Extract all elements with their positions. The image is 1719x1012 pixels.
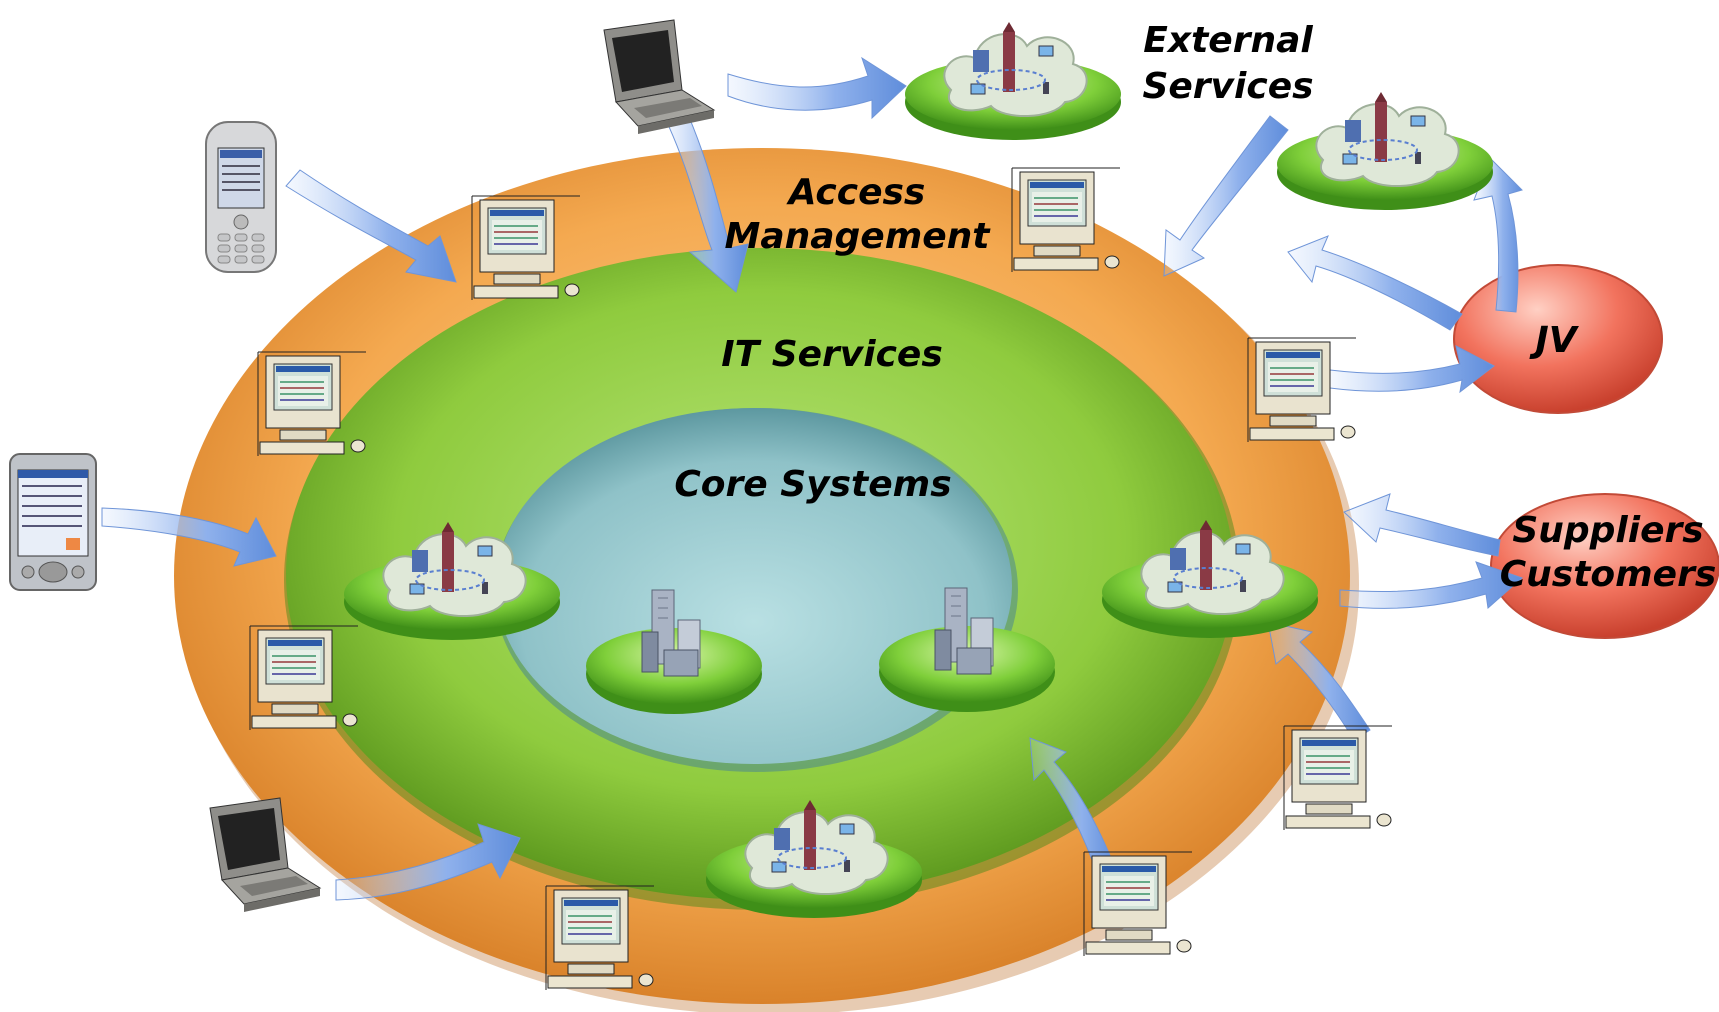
- arrow-jv-to-external: [1473, 157, 1523, 313]
- core-systems-area: [494, 408, 1018, 772]
- external-services-label-line2: Services: [1142, 66, 1313, 107]
- it-services-label: IT Services: [721, 334, 943, 375]
- external-services-label-line1: External: [1143, 20, 1313, 61]
- access-management-label-line2: Management: [725, 216, 992, 257]
- arrow-phone-to-access: [285, 169, 457, 283]
- core-systems-label: Core Systems: [674, 464, 951, 505]
- arrow-suppliers-to-access: [1343, 493, 1501, 557]
- arrow-laptop-to-access: [663, 109, 749, 293]
- laptop-icon: [603, 19, 715, 135]
- customers-label: Customers: [1500, 554, 1717, 595]
- arrow-laptop-to-external: [727, 56, 907, 120]
- arrow-access-to-suppliers: [1339, 561, 1523, 609]
- suppliers-customers-oval: [1490, 493, 1719, 639]
- jv-label: JV: [1529, 320, 1579, 361]
- desktop-computer-icon: [1283, 725, 1393, 831]
- arrow-access-to-core: [1029, 737, 1117, 877]
- arrow-access-to-it-right: [1267, 621, 1371, 741]
- arrow-jv-to-access: [1287, 235, 1463, 331]
- access-management-label-line1: Access: [786, 172, 926, 213]
- arrow-external-to-access: [1163, 115, 1289, 277]
- arrow-access-to-jv: [1329, 345, 1495, 394]
- flow-arrows: [101, 56, 1523, 901]
- network-platform-icon: [1276, 91, 1494, 211]
- mobile-phone-icon: [205, 121, 277, 273]
- pda-icon: [9, 453, 97, 591]
- arrow-laptop-to-ring: [335, 823, 521, 901]
- suppliers-label: Suppliers: [1512, 510, 1703, 551]
- network-platform-icon: [904, 21, 1122, 141]
- arrow-pda-to-ring: [101, 507, 277, 567]
